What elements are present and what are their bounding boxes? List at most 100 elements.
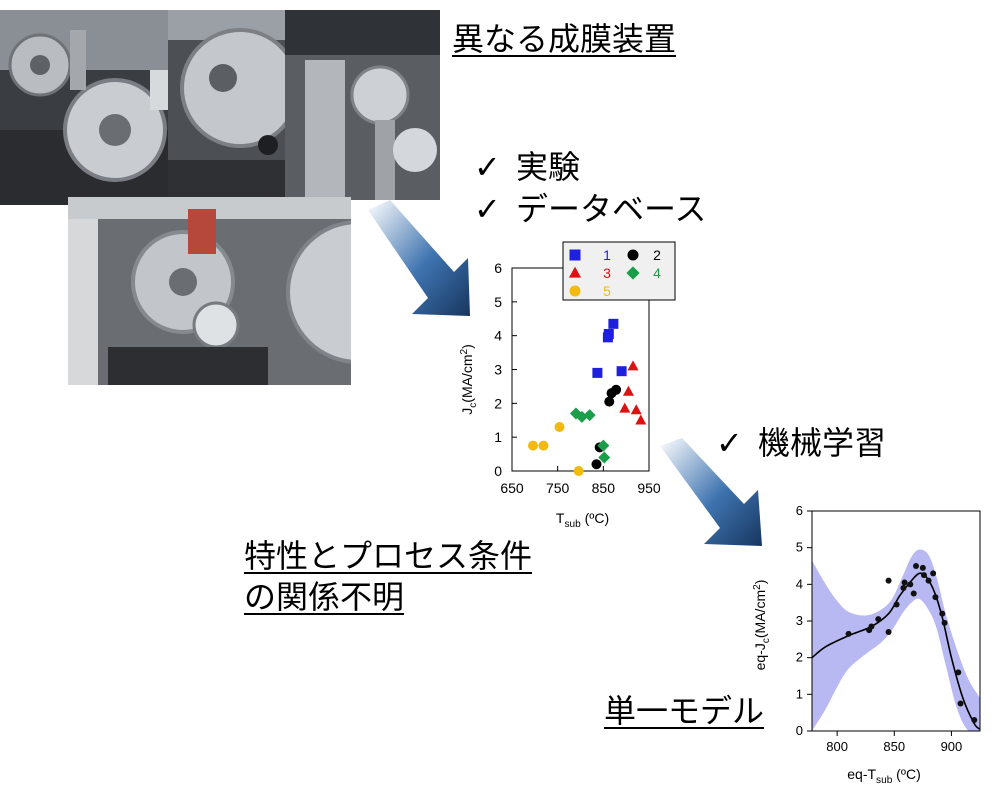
x-axis-label: eq-Tsub (ºC) [847,766,920,786]
y-tick-label: 5 [796,540,803,555]
legend-label: 3 [603,265,611,281]
data-point [583,409,596,422]
data-point [939,610,946,617]
y-tick-label: 0 [796,723,803,738]
data-point [598,451,611,464]
checklist-item-experiment: ✓ 実験 [474,142,580,188]
legend-box [562,241,676,301]
heading-different-equipment: 異なる成膜装置 [452,20,677,58]
data-point [921,572,927,579]
deposition-chamber-photo-4 [68,197,351,385]
model-mean-line [812,572,980,730]
legend-label: 4 [653,265,661,281]
legend-label: 1 [603,247,611,263]
legend: 1 2 3 4 5 [562,241,676,301]
y-tick-label: 4 [494,328,502,344]
y-tick-label: 3 [494,362,502,378]
x-tick-label: 750 [546,480,570,496]
data-point [913,563,919,569]
confidence-band [812,549,980,731]
check-icon: ✓ [716,424,743,462]
data-point [573,466,584,476]
data-point [627,360,639,371]
y-tick-label: 6 [796,503,803,518]
legend-marker [568,266,582,278]
y-tick-label: 0 [494,463,502,479]
data-point [955,669,962,676]
data-point [619,402,631,413]
data-point [608,318,619,329]
deposition-chamber-photo-1 [0,10,178,205]
checklist-item-machine-learning: ✓ 機械学習 [716,418,886,464]
data-point [868,623,875,630]
check-icon: ✓ [474,148,501,186]
data-point [925,577,932,584]
data-point [910,590,917,597]
legend-label: 5 [603,283,611,299]
data-point [603,328,614,339]
data-point [630,404,642,415]
data-point [900,585,907,591]
legend-marker [626,266,640,280]
y-tick-label: 1 [494,429,502,445]
data-point [635,414,647,425]
x-tick-label: 900 [941,739,963,754]
data-point [930,570,937,577]
data-point [893,601,900,608]
data-point [885,577,892,584]
data-point [538,440,549,451]
legend-marker [627,249,639,261]
data-point [622,385,634,396]
data-point [919,564,926,571]
x-tick-label: 650 [500,480,524,496]
y-tick-label: 3 [796,613,803,628]
data-point [957,700,964,707]
data-point [611,384,622,395]
legend-label: 2 [653,247,661,263]
legend-marker [569,285,581,297]
y-tick-label: 1 [796,686,803,701]
data-point [591,459,602,470]
x-axis-label: Tsub (ºC) [556,510,609,530]
data-point [875,616,882,623]
data-point [569,407,582,420]
data-point [885,629,892,635]
data-point [901,579,908,586]
data-point [597,439,610,452]
y-tick-label: 4 [796,576,803,591]
flow-arrow-icon [660,438,762,546]
vacuum-chamber-photo-icon [285,10,440,200]
data-point [616,366,627,377]
deposition-chamber-photo-3 [285,10,440,200]
vacuum-chamber-photo-icon [68,197,351,385]
data-point [941,619,948,626]
data-point [932,594,939,601]
data-point [592,367,603,378]
x-tick-label: 850 [883,739,905,754]
data-point [528,440,539,451]
data-point [971,717,978,723]
x-tick-label: 850 [592,480,616,496]
check-icon: ✓ [474,190,501,228]
checklist-label: 実験 [516,148,581,186]
checklist-label: 機械学習 [758,424,887,462]
y-tick-label: 6 [494,260,502,276]
heading-relationship-unknown-line2: の関係不明 [244,578,405,616]
y-axis-label: Jc(MA/cm2) [459,344,479,415]
data-point [845,630,852,637]
deposition-chamber-photo-2 [168,10,290,200]
y-tick-label: 5 [494,294,502,310]
flow-arrow-icon [368,200,470,316]
y-tick-label: 2 [494,395,502,411]
data-point [907,581,914,588]
checklist-item-database: ✓ データベース [474,184,706,230]
data-point [575,410,588,423]
vacuum-chamber-photo-icon [0,10,178,205]
checklist-label: データベース [516,190,707,228]
heading-relationship-unknown-line1: 特性とプロセス条件 [244,537,533,575]
y-tick-label: 2 [796,650,803,665]
x-tick-label: 950 [637,480,661,496]
vacuum-chamber-photo-icon [168,10,290,200]
data-point [604,396,615,407]
